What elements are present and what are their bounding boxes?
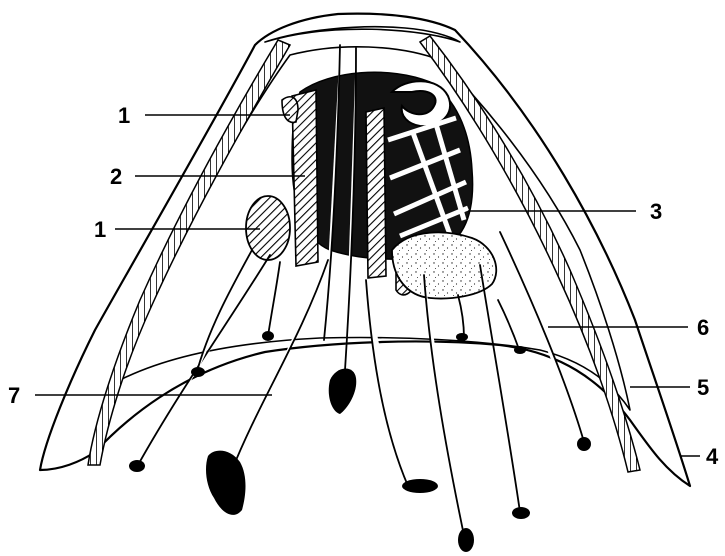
label-2: 2 [110,164,122,189]
tentacle-tip [191,367,205,377]
label-7: 7 [8,383,20,408]
tentacle-tip [206,451,246,515]
label-1-upper: 1 [118,103,130,128]
tentacle-tip [458,528,474,552]
tentacle-tip [402,479,438,493]
label-1-lower: 1 [94,217,106,242]
tentacle-tip [262,331,274,341]
tentacle-tip [512,507,530,519]
label-4: 4 [706,444,719,469]
tentacle-tip [577,437,591,451]
tentacle-tip [329,368,357,414]
gonad-center-hatched [366,108,386,278]
tentacle-tip [456,333,468,341]
label-3: 3 [650,199,662,224]
tentacle-tip [129,460,145,472]
label-6: 6 [697,315,709,340]
label-5: 5 [697,375,709,400]
tentacle-tip [514,346,526,354]
